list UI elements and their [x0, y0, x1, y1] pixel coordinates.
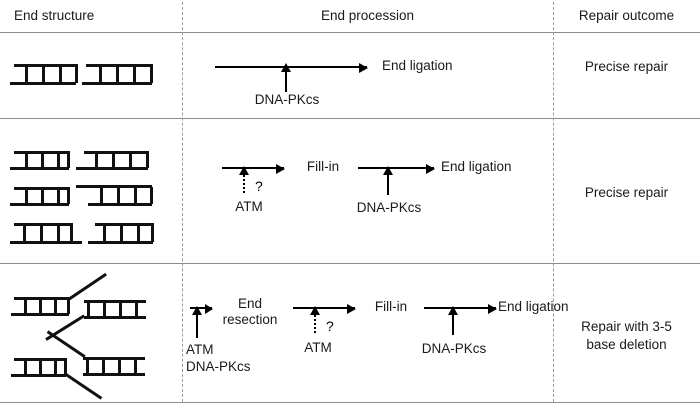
row3-dnapkcs-arrow	[448, 306, 458, 335]
row3-outcome-line2: base deletion	[586, 337, 667, 353]
row3-step-fill-in: Fill-in	[374, 299, 408, 314]
column-header-end-structure: End structure	[14, 8, 95, 23]
column-header-end-procession: End procession	[320, 8, 415, 23]
row3-atm-fillin-arrow	[310, 306, 320, 333]
row3-step-end-resection-line1: End	[237, 296, 263, 311]
dna-flap-row3b-left	[63, 372, 103, 400]
row2-resection-to-fillin-arrow	[222, 164, 285, 174]
row2-step-end-ligation: End ligation	[441, 159, 512, 174]
row3-step-end-ligation: End ligation	[498, 299, 569, 314]
row2-uncertainty-marker: ?	[255, 178, 263, 194]
table-bottom-border	[0, 402, 700, 403]
row3-factor-atm-fillin: ATM	[304, 340, 332, 355]
row2-ligation-arrow	[358, 164, 435, 174]
row3-factor-atm: ATM	[186, 342, 214, 357]
row3-outcome: Repair with 3-5 base deletion	[553, 318, 700, 354]
row2-atm-arrow	[239, 166, 249, 193]
row1-step-end-ligation: End ligation	[382, 58, 453, 73]
row1-dnapkcs-arrow	[281, 63, 291, 92]
dna-flap-row3a-right	[45, 314, 85, 341]
row1-outcome: Precise repair	[584, 59, 669, 74]
dna-flap-row3b-right	[46, 330, 86, 358]
row3-uncertainty-marker: ?	[326, 318, 334, 334]
dna-flap-row3a-left	[68, 272, 107, 301]
row2-outcome: Precise repair	[584, 185, 669, 200]
row1-ligation-arrow	[215, 63, 368, 73]
row3-factor-dna-pkcs-resection: DNA-PKcs	[186, 359, 251, 374]
row2-step-fill-in: Fill-in	[306, 159, 340, 174]
row3-atm-dnapkcs-arrow	[192, 306, 202, 338]
row2-factor-atm: ATM	[235, 199, 263, 214]
header-divider	[0, 32, 700, 33]
row1-factor-dna-pkcs: DNA-PKcs	[254, 92, 320, 107]
row2-dnapkcs-arrow	[383, 166, 393, 195]
column-header-repair-outcome: Repair outcome	[578, 8, 675, 23]
row2-row3-divider	[0, 263, 700, 264]
row1-row2-divider	[0, 118, 700, 119]
column-divider-2	[553, 2, 554, 402]
row2-factor-dna-pkcs: DNA-PKcs	[356, 200, 422, 215]
row3-outcome-line1: Repair with 3-5	[581, 319, 672, 334]
row3-resection-to-fillin-arrow	[293, 304, 356, 314]
row3-ligation-arrow	[424, 304, 497, 314]
row3-factor-dna-pkcs-ligation: DNA-PKcs	[421, 341, 487, 356]
column-divider-1	[182, 2, 183, 402]
row3-step-end-resection-line2: resection	[222, 312, 278, 327]
